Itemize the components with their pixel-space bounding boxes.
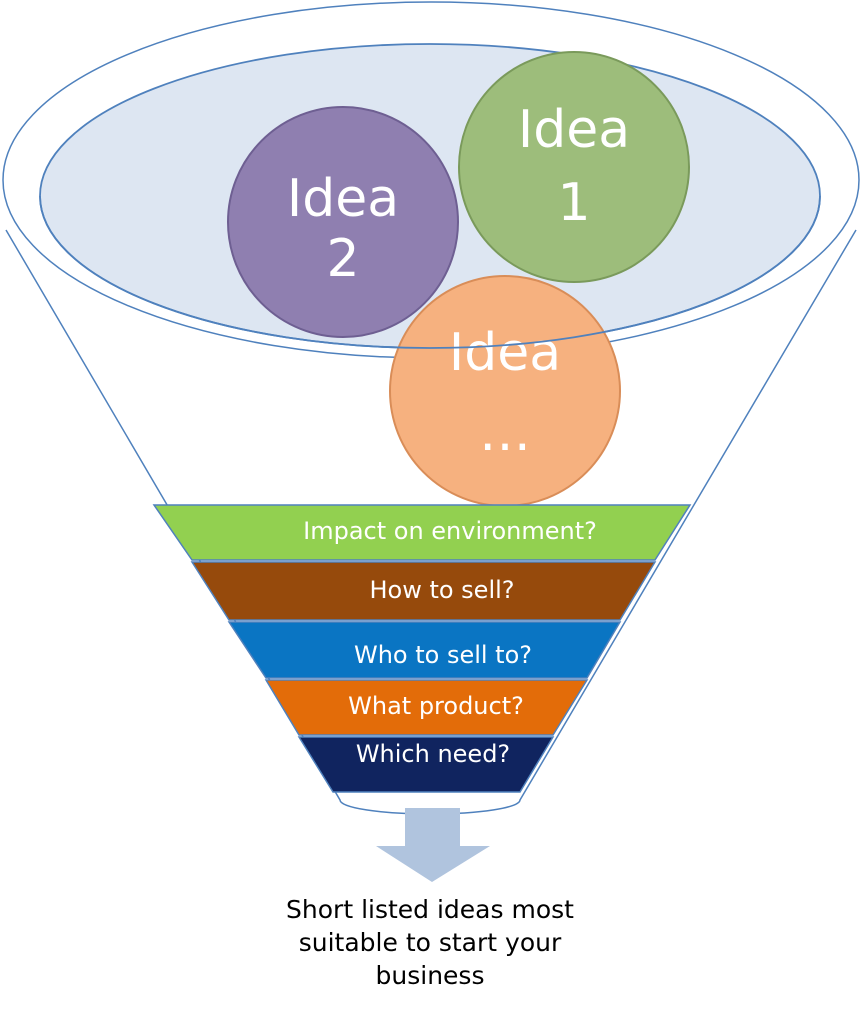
result-line: Short listed ideas most: [286, 895, 574, 924]
idea-bubble-label: Idea: [449, 323, 561, 383]
idea-bubble-2: Idea 2: [227, 106, 459, 338]
filter-layer-who-to-sell-to: Who to sell to?: [227, 621, 622, 679]
filter-label: Which need?: [356, 740, 510, 768]
filter-layer-what-product: What product?: [264, 679, 589, 736]
idea-pool-front-edge: [39, 195, 821, 349]
result-caption: Short listed ideas most suitable to star…: [230, 893, 630, 992]
filter-label: Impact on environment?: [303, 517, 597, 545]
filter-label: Who to sell to?: [354, 641, 532, 669]
result-line: business: [375, 961, 485, 990]
filter-layer-how-to-sell: How to sell?: [190, 561, 657, 621]
filter-label: What product?: [348, 692, 524, 720]
down-arrow-icon: [376, 808, 490, 882]
filter-label: How to sell?: [369, 576, 514, 604]
idea-bubble-number: …: [479, 403, 531, 463]
idea-bubble-number: 1: [557, 173, 590, 233]
idea-bubble-more: Idea …: [389, 275, 621, 507]
filter-layer-which-need: Which need?: [297, 736, 555, 793]
idea-bubble-label: Idea: [287, 169, 399, 229]
filter-layer-environment: Impact on environment?: [152, 504, 692, 561]
result-line: suitable to start your: [298, 928, 562, 957]
idea-bubble-number: 2: [326, 229, 359, 289]
idea-bubble-1: Idea 1: [458, 51, 690, 283]
idea-bubble-label: Idea: [518, 100, 630, 160]
